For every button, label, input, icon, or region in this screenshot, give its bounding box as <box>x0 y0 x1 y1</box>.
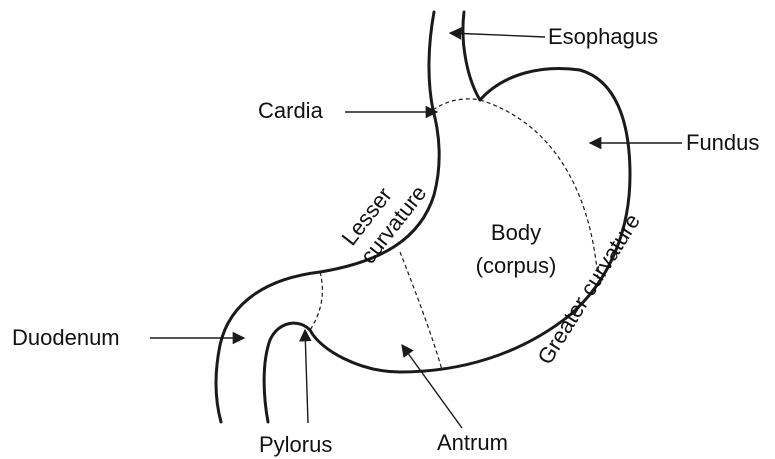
duodenum-label: Duodenum <box>12 325 120 350</box>
antrum-leader-arrow <box>402 345 462 428</box>
lesser-curvature-label-group: Lesser curvature <box>335 165 432 269</box>
cardia-label: Cardia <box>258 98 324 123</box>
body-label-line1: Body <box>491 220 541 245</box>
esophagus-label: Esophagus <box>548 24 658 49</box>
body-label-line2: (corpus) <box>476 253 557 278</box>
antrum-label: Antrum <box>437 430 508 455</box>
pylorus-label: Pylorus <box>259 432 332 457</box>
greater-curvature-label: Greater curvature <box>532 209 645 368</box>
body-antrum-boundary-line <box>400 252 442 370</box>
cardia-boundary-line <box>433 99 480 110</box>
duodenum-lower-wall <box>264 323 310 422</box>
pylorus-boundary-line <box>310 272 322 330</box>
fundus-label: Fundus <box>686 130 759 155</box>
pylorus-leader-arrow <box>305 330 308 423</box>
